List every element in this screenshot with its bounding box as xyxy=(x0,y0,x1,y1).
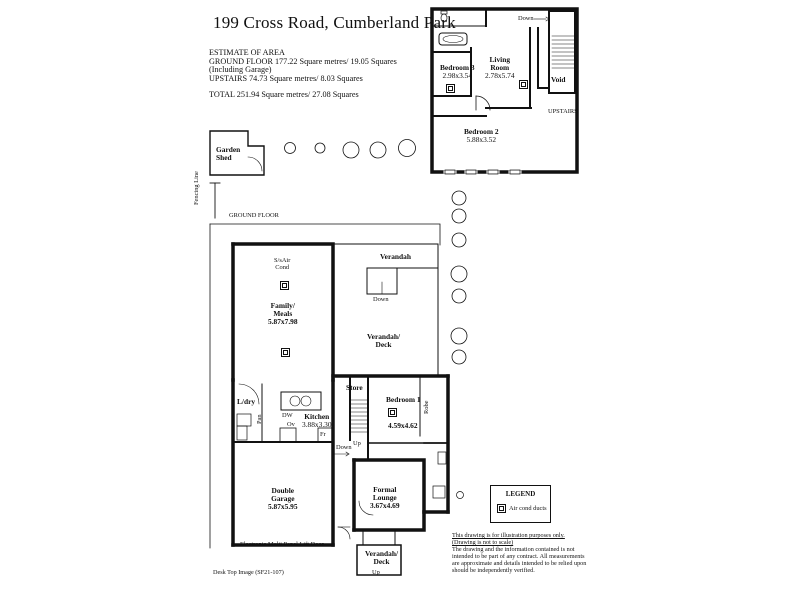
pantry-label: Pan xyxy=(256,414,263,424)
aircon-duct-icon xyxy=(497,504,506,513)
fencing-line xyxy=(209,182,221,219)
bedroom1-size-label: 4.59x4.62 xyxy=(388,421,418,430)
legend-item: Air cond ducts xyxy=(497,504,547,513)
aircon-duct-icon xyxy=(519,80,528,89)
upstairs-stair-treads xyxy=(551,35,575,69)
fridge-label: Fr xyxy=(320,431,326,438)
legend-item-label: Air cond ducts xyxy=(509,504,547,512)
dishwasher-label: DW xyxy=(282,412,293,419)
aircon-duct-icon xyxy=(388,408,397,417)
verandah-top-label: Verandah xyxy=(380,252,411,261)
upstairs-level-label: UPSTAIRS xyxy=(548,108,578,115)
front-up-label: Up xyxy=(372,569,380,576)
store-label: Store xyxy=(346,383,363,392)
area-upstairs: UPSTAIRS 74.73 Square metres/ 8.03 Squar… xyxy=(209,73,363,83)
upstairs-down-label: Down xyxy=(518,15,534,22)
image-credit: Desk Top Image (SF21-107) xyxy=(213,569,284,576)
fencing-line-label: Fencing Line xyxy=(193,171,200,205)
plan-title: 199 Cross Road, Cumberland Park xyxy=(213,13,456,32)
robe-label: Robe xyxy=(423,400,430,415)
aircon-duct-icon xyxy=(280,281,289,290)
area-total: TOTAL 251.94 Square metres/ 27.08 Square… xyxy=(209,90,359,100)
aircon-duct-icon xyxy=(446,84,455,93)
void-label: Void xyxy=(551,75,566,84)
area-ground-note: (Including Garage) xyxy=(209,65,272,75)
oven-label: Ov xyxy=(287,421,295,428)
garage-door-label: Electronic Multi Panel Lift Door xyxy=(240,541,324,548)
kitchen-island xyxy=(280,391,322,411)
verandah-down-label: Down xyxy=(373,296,389,303)
bedroom1-label: Bedroom 1 xyxy=(386,395,421,404)
front-verandah xyxy=(356,544,402,576)
upstairs-outer-wall xyxy=(430,7,579,174)
site-boundary-top xyxy=(209,223,441,246)
verandah-deck-label: Verandah/Deck xyxy=(367,332,400,349)
ground-stair-treads xyxy=(349,399,369,433)
legend: LEGEND Air cond ducts xyxy=(490,485,551,523)
disclaimer-line1: This drawing is for illustration purpose… xyxy=(452,532,565,539)
area-heading: ESTIMATE OF AREA xyxy=(209,48,285,57)
tree-row xyxy=(284,139,468,365)
entry-down-label: Down xyxy=(336,444,352,451)
disclaimer: This drawing is for illustration purpose… xyxy=(452,532,592,574)
ground-floor-plan xyxy=(209,223,464,576)
stair-up-label: Up xyxy=(353,440,361,447)
disclaimer-line2: (Drawing is not to scale) xyxy=(452,539,514,546)
legend-title: LEGEND xyxy=(505,490,536,498)
front-verandah-label: Verandah/Deck xyxy=(365,549,398,566)
ground-floor-level-label: GROUND FLOOR xyxy=(229,212,279,219)
area-estimate: ESTIMATE OF AREA GROUND FLOOR 177.22 Squ… xyxy=(209,48,397,100)
disclaimer-body: The drawing and the information containe… xyxy=(452,546,587,574)
garden-shed xyxy=(209,130,265,176)
area-ground-floor: GROUND FLOOR 177.22 Square metres/ 19.05… xyxy=(209,56,397,66)
upstairs-stair-well xyxy=(548,10,576,94)
upstairs-plan xyxy=(430,7,579,175)
laundry-label: L/dry xyxy=(237,397,256,406)
aircon-duct-icon xyxy=(281,348,290,357)
upstairs-bath xyxy=(438,32,468,46)
